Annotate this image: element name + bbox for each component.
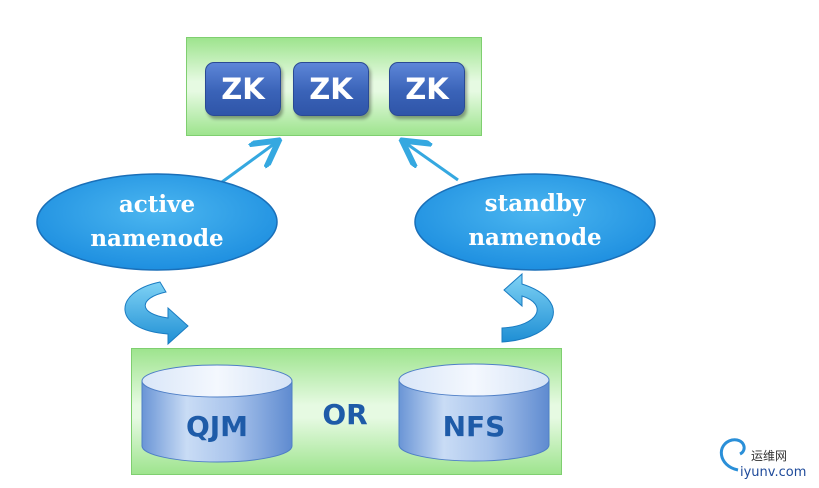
zk-node-3: ZK — [389, 62, 465, 116]
zk-node-1: ZK — [205, 62, 281, 116]
zk-node-2: ZK — [293, 62, 369, 116]
watermark-site-cn: 运维网 — [751, 449, 788, 463]
standby-to-zk-arrow — [407, 144, 459, 182]
zookeeper-cluster-box: ZK ZK ZK — [186, 37, 482, 136]
standby-namenode-ellipse — [414, 173, 656, 271]
qjm-cylinder — [141, 364, 293, 463]
active-namenode-line1: active — [118, 191, 196, 218]
or-label: OR — [322, 398, 368, 431]
standby-namenode-line2: namenode — [468, 224, 602, 251]
watermark-logo-icon — [720, 438, 746, 472]
qjm-label: QJM — [185, 410, 249, 443]
nfs-label: NFS — [442, 410, 506, 443]
standby-read-curved-arrow — [501, 272, 554, 343]
standby-namenode-line1: standby — [484, 190, 586, 217]
nfs-cylinder — [398, 363, 550, 462]
standby-namenode-label: standby namenode — [435, 187, 635, 255]
active-write-curved-arrow — [124, 281, 189, 346]
watermark-site-en: iyunv.com — [740, 465, 807, 480]
active-to-zk-arrow — [221, 144, 274, 184]
active-namenode-label: active namenode — [57, 188, 257, 256]
active-namenode-line2: namenode — [90, 225, 224, 252]
active-namenode-ellipse — [36, 173, 278, 271]
